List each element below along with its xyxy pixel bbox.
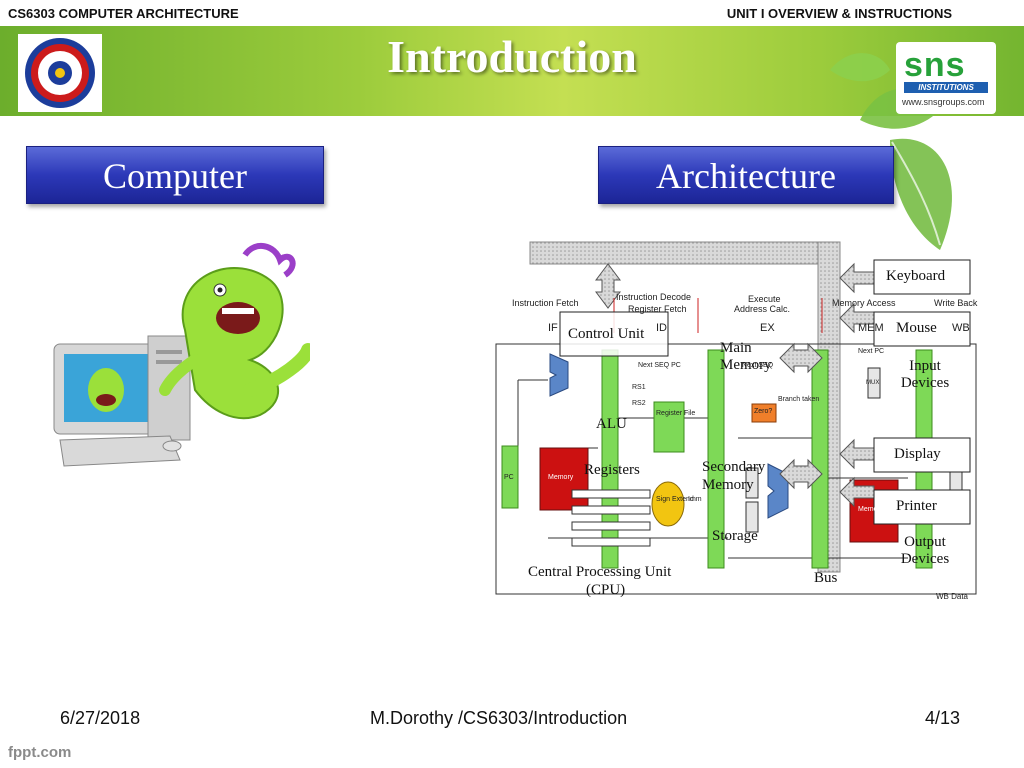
sns-tagline: INSTITUTIONS [904, 82, 988, 93]
label-register-file: Register File [656, 410, 696, 417]
college-logo [18, 34, 102, 112]
label-instruction-fetch: Instruction Fetch [512, 298, 579, 308]
storage-label: Storage [712, 528, 758, 544]
label-memory-if: Memory [548, 474, 574, 481]
slide-title: Introduction [387, 31, 637, 82]
label-rs2: RS2 [632, 400, 646, 407]
footer-date: 6/27/2018 [60, 708, 141, 728]
label-mem: MEM [858, 322, 884, 334]
mouse-label: Mouse [896, 320, 937, 336]
label-next-seq-pc: Next SEQ PC [638, 362, 681, 369]
label-instruction-decode: Instruction Decode [616, 292, 692, 302]
top-header-bar: CS6303 COMPUTER ARCHITECTURE UNIT I OVER… [0, 0, 1024, 26]
label-write-back: Write Back [934, 298, 978, 308]
label-rs1: RS1 [632, 384, 646, 391]
fppt-watermark: fppt.com [8, 744, 72, 761]
secondary-memory-label: Secondary Memory [702, 459, 766, 493]
label-wb: WB [952, 322, 970, 334]
keyboard-label: Keyboard [886, 268, 946, 284]
label-address-calc: Address Calc. [734, 304, 791, 314]
architecture-heading: Architecture [598, 146, 894, 204]
output-devices-label: Output Devices [900, 534, 950, 567]
label-imm: Imm [688, 496, 702, 503]
input-devices-label: Input Devices [900, 358, 950, 391]
label-mux: MUX [866, 380, 880, 386]
label-next-seq: Next SEQ [742, 362, 774, 369]
course-title: CS6303 COMPUTER ARCHITECTURE [8, 6, 239, 21]
label-next-pc: Next PC [858, 348, 885, 355]
label-zero: Zero? [754, 408, 773, 415]
registers-label: Registers [584, 462, 640, 478]
page-number: 4/13 [925, 708, 961, 728]
sns-url: www.snsgroups.com [902, 97, 985, 107]
sns-institutions-logo: sns INSTITUTIONS www.snsgroups.com [896, 42, 996, 114]
label-branch-taken: Branch taken [778, 396, 820, 403]
label-memory-mem: Memory [858, 506, 884, 513]
display-label: Display [894, 446, 941, 462]
control-unit-label: Control Unit [568, 326, 645, 342]
bus-label: Bus [814, 570, 838, 586]
label-pc: PC [504, 474, 514, 481]
footer-author: M.Dorothy /CS6303/Introduction [370, 708, 628, 728]
label-if: IF [548, 322, 558, 334]
label-execute: Execute [748, 294, 781, 304]
computer-creature-illustration [53, 243, 310, 467]
sns-brand: sns [904, 46, 966, 84]
printer-label: Printer [896, 498, 937, 514]
label-sign-extend: Sign Extend [656, 496, 694, 503]
label-register-fetch: Register Fetch [628, 304, 687, 314]
cpu-label: Central Processing Unit [528, 564, 672, 580]
alu-label: ALU [596, 416, 627, 432]
label-wb-data: WB Data [936, 592, 969, 601]
label-ex: EX [760, 322, 775, 334]
cpu-abbr-label: (CPU) [586, 582, 626, 598]
main-memory-label: Main Memory [720, 340, 772, 373]
label-memory-access: Memory Access [832, 298, 896, 308]
unit-title: UNIT I OVERVIEW & INSTRUCTIONS [726, 6, 952, 21]
label-id: ID [656, 322, 667, 334]
architecture-diagram: Instruction Fetch Instruction Decode Reg… [488, 238, 984, 610]
computer-heading: Computer [26, 146, 324, 204]
